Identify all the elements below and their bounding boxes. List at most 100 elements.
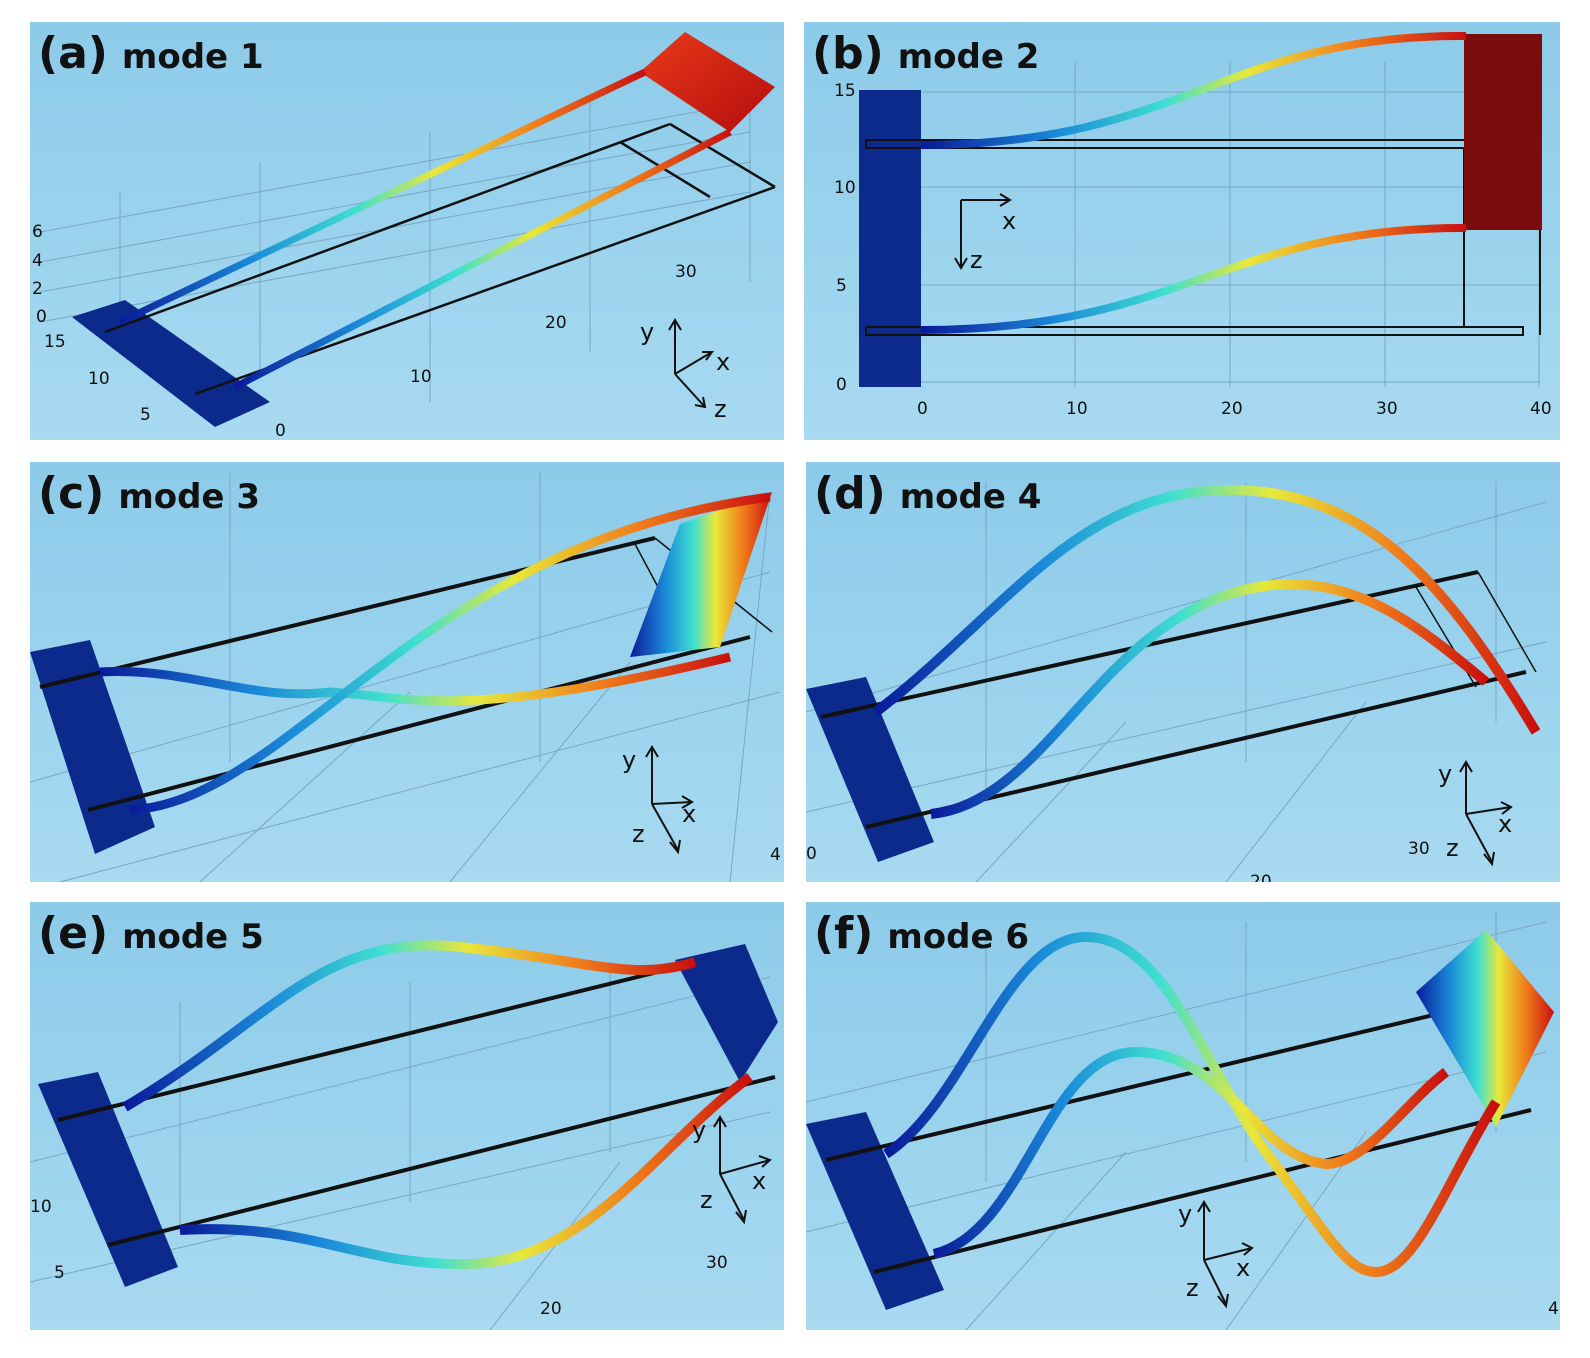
- tick-label: 4: [770, 845, 781, 865]
- axis-label-z: z: [714, 395, 727, 423]
- moving-plate: [675, 944, 778, 1082]
- tick-label: 10: [30, 1197, 52, 1217]
- axis-triad: [954, 193, 1012, 270]
- beam-bottom: [920, 223, 1467, 334]
- axis-label-x: x: [1236, 1254, 1250, 1282]
- panel-a-plot: 6 4 2 0 15 10 5 0 10 20 30 y x z: [32, 32, 776, 440]
- panel-e-plot: 10 5 20 30 y x z: [30, 940, 778, 1330]
- tick-label: 4: [1548, 1299, 1559, 1319]
- mode-label: mode 5: [122, 917, 264, 957]
- panel-c: 4 y x z (c) mode 3: [30, 462, 784, 882]
- panel-title: (b) mode 2: [812, 28, 1039, 79]
- tick-label: 2: [32, 279, 43, 299]
- axis-label-z: z: [1446, 834, 1459, 862]
- axis-label-x: x: [1002, 207, 1016, 235]
- panel-e: 10 5 20 30 y x z (e) mode 5: [30, 902, 784, 1330]
- frame: [825, 1010, 1532, 1274]
- panel-letter: (f): [814, 908, 874, 959]
- beam-bottom: [179, 1072, 753, 1270]
- tick-label: 5: [836, 276, 847, 296]
- tick-label: 0: [36, 307, 47, 327]
- axis-triad: [1459, 760, 1513, 867]
- tick-label: 0: [917, 399, 928, 419]
- panel-title: (e) mode 5: [38, 908, 264, 959]
- anchor-block: [806, 1112, 944, 1310]
- mode-label: mode 3: [118, 477, 260, 517]
- tick-label: 10: [834, 178, 856, 198]
- tick-label: 5: [140, 405, 151, 425]
- axis-triad: [645, 745, 694, 855]
- axis-label-x: x: [1498, 810, 1512, 838]
- axis-label-y: y: [1438, 760, 1452, 788]
- axis-triad: [668, 318, 714, 409]
- panel-f-plot: 4 y x z: [806, 912, 1559, 1330]
- tick-label: 20: [1221, 399, 1243, 419]
- frame: [820, 570, 1527, 829]
- tick-label: 0: [275, 421, 286, 440]
- beam-top: [122, 940, 697, 1112]
- axis-label-y: y: [622, 746, 636, 774]
- panel-letter: (c): [38, 468, 105, 519]
- tick-label: 30: [675, 262, 697, 282]
- grid: [30, 472, 781, 882]
- panel-letter: (d): [814, 468, 886, 519]
- beam-bottom: [233, 128, 732, 391]
- axis-label-x: x: [682, 800, 696, 828]
- panel-letter: (b): [812, 28, 884, 79]
- axis-triad: [713, 1115, 772, 1225]
- tick-label: 10: [88, 369, 110, 389]
- panel-title: (c) mode 3: [38, 468, 260, 519]
- beam-bottom: [129, 492, 771, 815]
- beam-bottom: [932, 1046, 1450, 1259]
- moving-plate: [1416, 930, 1554, 1127]
- panel-letter: (e): [38, 908, 109, 959]
- beam-top: [920, 31, 1467, 149]
- frame: [865, 139, 1541, 336]
- tick-label: 15: [834, 81, 856, 101]
- axis-label-z: z: [970, 246, 983, 274]
- mode-label: mode 4: [899, 477, 1042, 517]
- frame: [57, 962, 776, 1247]
- moving-plate: [630, 492, 772, 657]
- axis-label-x: x: [752, 1167, 766, 1195]
- panel-title: (d) mode 4: [814, 468, 1041, 519]
- beam-bottom: [930, 578, 1490, 819]
- tick-label: 15: [44, 332, 66, 352]
- axis-label-y: y: [640, 318, 654, 346]
- tick-label: 6: [32, 222, 43, 242]
- mode-label: mode 2: [897, 37, 1040, 77]
- axis-label-y: y: [1178, 1200, 1192, 1228]
- anchor-block: [72, 300, 270, 427]
- panel-title: (a)mode 1: [38, 28, 264, 79]
- panel-b: 15 10 5 0 0 10 20 30 40 x z (b) mode 2: [804, 22, 1560, 440]
- tick-label: 20: [1250, 872, 1272, 882]
- tick-label: 30: [706, 1253, 728, 1273]
- mode-label: mode 6: [887, 917, 1030, 957]
- mode-label: mode 1: [121, 37, 264, 77]
- tick-label: 30: [1376, 399, 1398, 419]
- tick-label: 10: [1066, 399, 1088, 419]
- panel-c-plot: 4 y x z: [30, 472, 781, 882]
- axis-label-z: z: [700, 1186, 713, 1214]
- panel-title: (f) mode 6: [814, 908, 1029, 959]
- anchor-block: [859, 90, 921, 387]
- anchor-block: [38, 1072, 178, 1287]
- moving-plate: [640, 32, 775, 132]
- moving-plate: [1464, 34, 1542, 230]
- beam-top: [883, 931, 1501, 1278]
- axis-label-x: x: [716, 348, 730, 376]
- tick-label: 0: [806, 844, 817, 864]
- tick-label: 5: [54, 1263, 65, 1283]
- panel-d: 0 30 20 y x z (d) mode 4: [806, 462, 1560, 882]
- panel-a: 6 4 2 0 15 10 5 0 10 20 30 y x z (a)mode…: [30, 22, 784, 440]
- axis-label-z: z: [1186, 1274, 1199, 1302]
- axis-label-y: y: [692, 1116, 706, 1144]
- tick-label: 20: [540, 1299, 562, 1319]
- anchor-block: [806, 677, 934, 862]
- panel-b-plot: 15 10 5 0 0 10 20 30 40 x z: [834, 31, 1552, 419]
- panel-d-plot: 0 30 20 y x z: [806, 482, 1547, 882]
- beam-top: [872, 484, 1541, 735]
- tick-label: 30: [1408, 839, 1430, 859]
- panel-f: 4 y x z (f) mode 6: [806, 902, 1560, 1330]
- tick-label: 4: [32, 251, 43, 271]
